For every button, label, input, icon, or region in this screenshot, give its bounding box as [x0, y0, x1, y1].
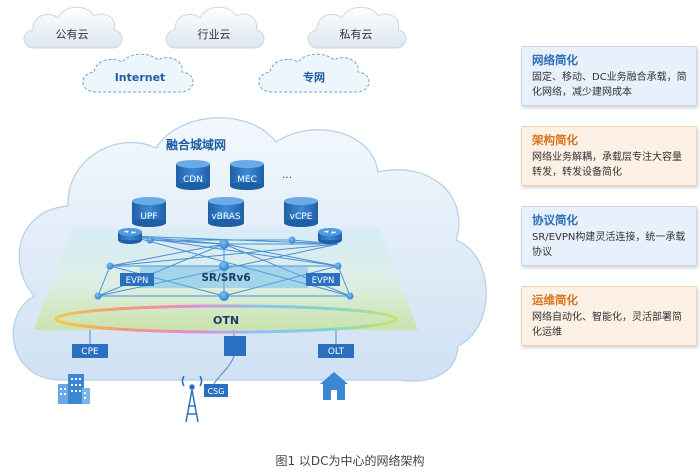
- upf-label: UPF: [140, 212, 157, 222]
- cpe-device: CPE: [72, 344, 108, 358]
- private-cloud: 私有云: [307, 6, 407, 49]
- private-network-label: 专网: [303, 70, 325, 84]
- building-icon: [58, 374, 90, 404]
- cdn-node: CDN: [176, 160, 210, 190]
- card-body: 网络自动化、智能化，灵活部署简化运维: [532, 312, 682, 338]
- evpn-left-box: [120, 273, 154, 286]
- more-nodes-label: …: [282, 170, 292, 181]
- mec-node: MEC: [230, 160, 264, 190]
- evpn-left-label: EVPN: [126, 276, 149, 286]
- metro-title: 融合城域网: [166, 137, 226, 152]
- upf-node: UPF: [132, 197, 166, 227]
- csg-device: CSG: [204, 384, 228, 397]
- access-switch-device: [224, 336, 246, 356]
- card-body: SR/EVPN构建灵活连接，统一承载协议: [532, 232, 686, 258]
- metro-plane: [34, 228, 418, 330]
- industry-cloud-label: 行业云: [198, 28, 231, 41]
- vcpe-node: vCPE: [284, 197, 318, 227]
- benefit-card-architecture: 架构简化 网络业务解耦，承载层专注大容量转发，转发设备简化: [521, 126, 697, 186]
- card-title: 协议简化: [532, 213, 578, 227]
- vcpe-label: vCPE: [290, 212, 313, 222]
- card-body: 固定、移动、DC业务融合承载，简化网络，减少建网成本: [532, 72, 687, 98]
- industry-cloud: 行业云: [165, 6, 265, 49]
- olt-device: OLT: [318, 344, 354, 358]
- vbras-node: vBRAS: [208, 197, 244, 227]
- evpn-right-box: [306, 273, 340, 286]
- router-icon: [118, 228, 142, 244]
- benefit-card-network: 网络简化 固定、移动、DC业务融合承载，简化网络，减少建网成本: [521, 46, 697, 106]
- card-title: 架构简化: [532, 133, 578, 147]
- benefit-card-operations: 运维简化 网络自动化、智能化，灵活部署简化运维: [521, 286, 697, 346]
- otn-ring: [54, 304, 398, 334]
- public-cloud: 公有云: [23, 6, 123, 49]
- cell-tower-icon: [181, 375, 203, 423]
- network-nodes: [94, 236, 354, 301]
- cdn-label: CDN: [183, 175, 203, 185]
- cpe-label: CPE: [81, 347, 99, 357]
- mec-label: MEC: [237, 175, 257, 185]
- private-network-cloud: 专网: [258, 53, 370, 93]
- evpn-right-label: EVPN: [312, 276, 335, 286]
- figure-caption: 图1 以DC为中心的网络架构: [275, 454, 425, 468]
- card-title: 网络简化: [532, 53, 578, 67]
- router-icon: [318, 228, 342, 244]
- otn-label: OTN: [213, 314, 239, 327]
- private-cloud-label: 私有云: [340, 27, 373, 41]
- olt-label: OLT: [328, 347, 345, 357]
- card-body: 网络业务解耦，承载层专注大容量转发，转发设备简化: [532, 152, 682, 178]
- public-cloud-label: 公有云: [56, 27, 89, 41]
- house-icon: [320, 372, 348, 400]
- internet-label: Internet: [115, 71, 166, 84]
- srv6-label: SR/SRv6: [201, 272, 250, 284]
- benefit-card-protocol: 协议简化 SR/EVPN构建灵活连接，统一承载协议: [521, 206, 697, 266]
- internet-cloud: Internet: [82, 53, 194, 93]
- csg-label: CSG: [208, 387, 225, 396]
- srv6-band: [140, 266, 308, 288]
- vbras-label: vBRAS: [211, 212, 241, 222]
- card-title: 运维简化: [532, 293, 578, 307]
